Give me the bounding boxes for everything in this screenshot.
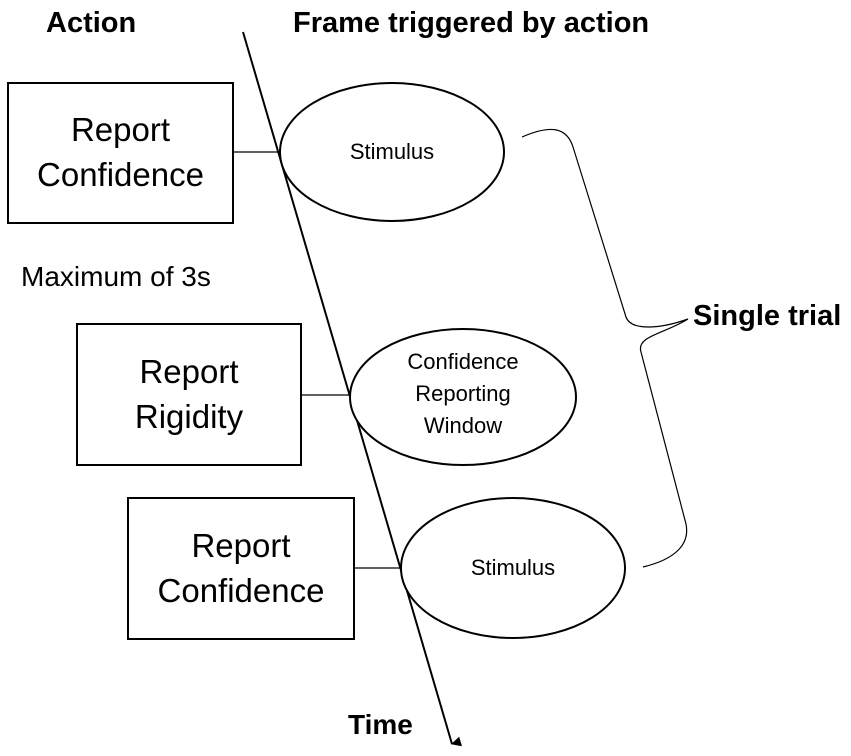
frame-label-stimulus-2: Stimulus [413, 538, 613, 598]
single-trial-brace [521, 128, 689, 568]
action-heading: Action [46, 7, 137, 39]
action-box-line: Confidence [37, 156, 204, 193]
frame-label-stimulus-1: Stimulus [292, 122, 492, 182]
max-duration-note: Maximum of 3s [21, 261, 211, 292]
action-box-line: Report [139, 352, 239, 390]
action-box-line: Report [191, 526, 291, 564]
frame-ellipse-2 [349, 328, 577, 466]
action-box-line: Report [70, 111, 171, 149]
frame-ellipse-3 [400, 497, 626, 639]
action-box-line: Confidence [157, 571, 325, 609]
frame-label-line: Window [423, 412, 503, 438]
frame-label-line: Reporting [415, 381, 511, 407]
frame-label-line: Confidence [407, 349, 519, 375]
action-box-report-confidence-2: Report Confidence [127, 497, 355, 640]
single-trial-label: Single trial [693, 300, 842, 332]
time-axis-arrow [242, 31, 463, 747]
action-box-report-confidence-1: Report Confidence [7, 82, 234, 224]
frame-heading: Frame triggered by action [293, 7, 650, 39]
frame-ellipse-1 [279, 82, 505, 222]
frame-label-line: Stimulus [470, 555, 556, 581]
frame-label-line: Stimulus [349, 139, 435, 165]
frame-label-confidence-window: Confidence Reporting Window [363, 344, 563, 444]
action-box-line: Rigidity [134, 397, 244, 435]
action-box-report-rigidity: Report Rigidity [76, 323, 302, 466]
time-axis-label: Time [348, 709, 413, 740]
